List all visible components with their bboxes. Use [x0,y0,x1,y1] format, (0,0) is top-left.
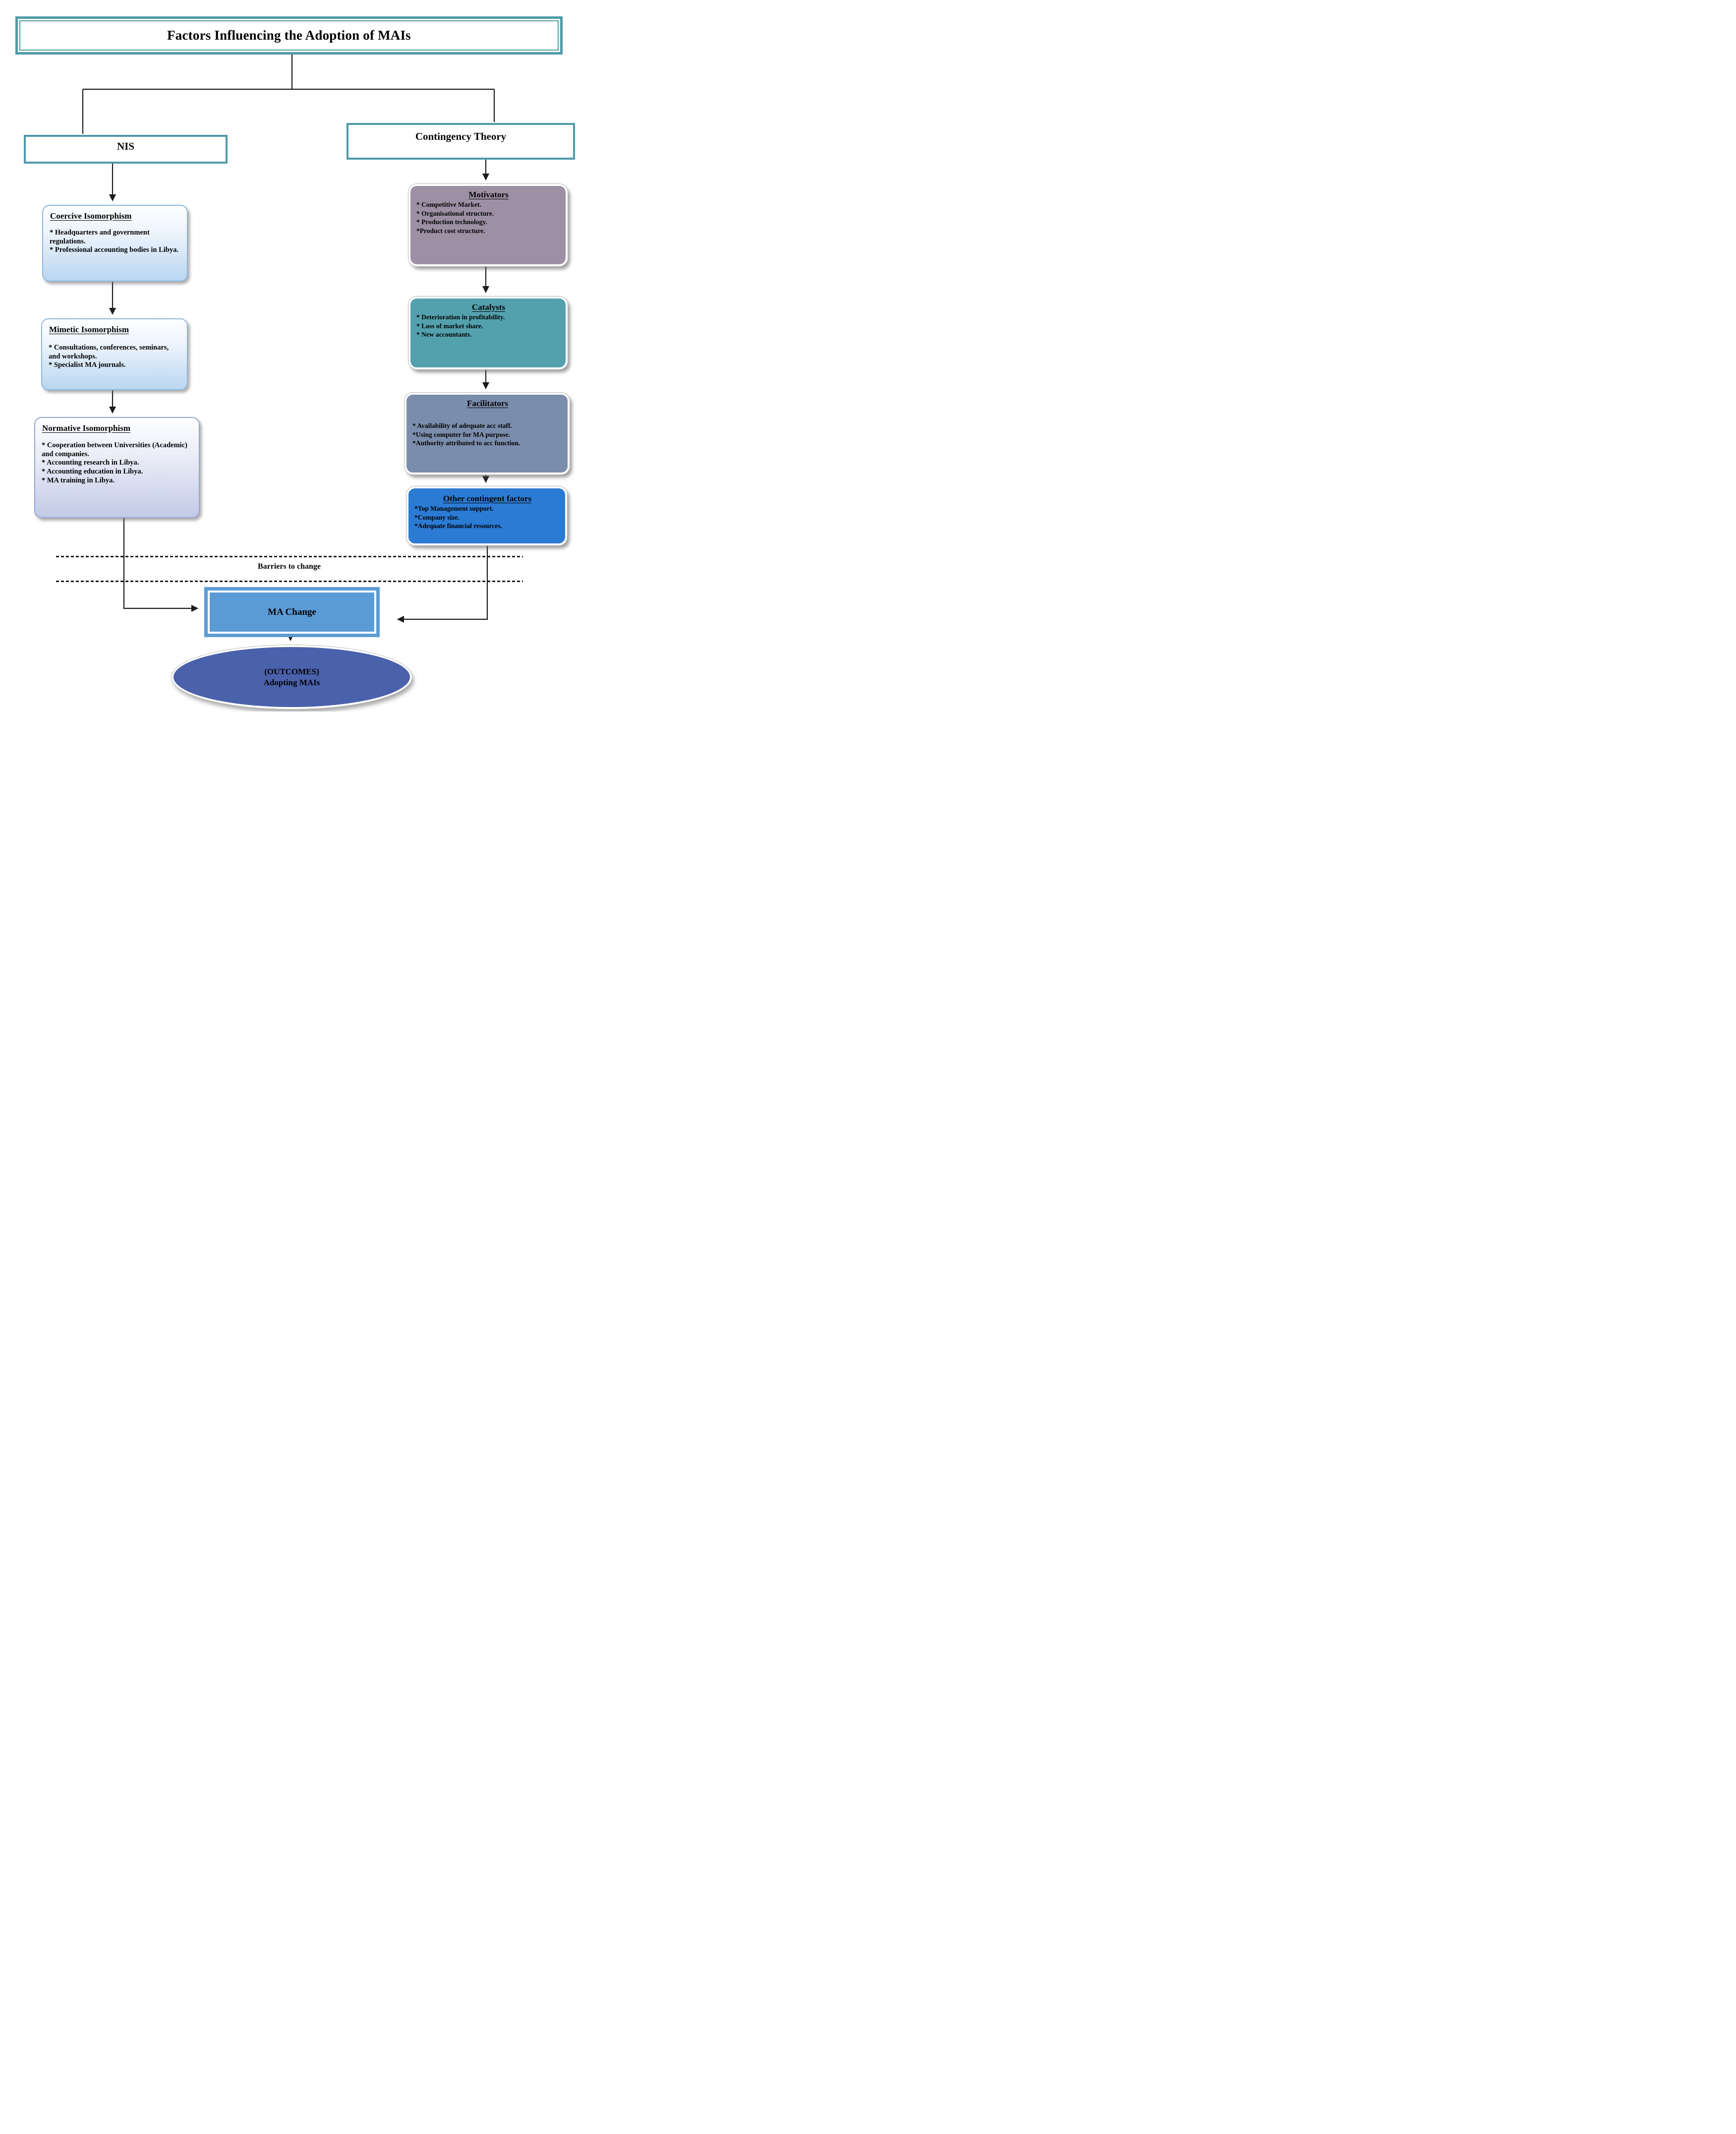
other-contingent-factors-box: Other contingent factors *Top Management… [406,486,567,545]
mimetic-isomorphism-items: * Consultations, conferences, seminars, … [49,344,181,370]
motivators-items: * Competitive Market. * Organisational s… [416,200,561,235]
normative-isomorphism-items: * Cooperation between Universities (Acad… [42,441,193,485]
list-item: *Adequate financial resources. [414,522,502,530]
facilitators-heading: Facilitators [466,399,509,408]
nis-header-label: NIS [116,140,135,152]
mimetic-isomorphism-box: Mimetic Isomorphism * Consultations, con… [41,318,188,390]
barriers-to-change-label: Barriers to change [257,562,321,571]
list-item: * Accounting education in Libya. [42,468,143,476]
list-item: * New accountants. [416,331,472,339]
list-item: * MA training in Libya. [42,476,115,484]
coercive-isomorphism-items: * Headquarters and government regulation… [50,229,181,255]
ma-change-label: MA Change [268,606,316,617]
barrier-dashed-line-top [56,556,523,557]
diagram-canvas: Factors Influencing the Adoption of MAIs… [0,0,579,711]
list-item: * Professional accounting bodies in Liby… [50,246,178,254]
list-item: *Product cost structure. [416,227,485,235]
other-contingent-factors-items: *Top Management support. *Company size. … [414,504,560,531]
catalysts-items: * Deterioration in profitability. * Loss… [416,313,561,339]
ma-change-box-inner: MA Change [210,593,374,632]
other-contingent-factors-heading: Other contingent factors [443,494,532,503]
contingency-theory-header-box: Contingency Theory [347,123,575,160]
list-item: * Competitive Market. [416,201,481,208]
outcomes-line1: (OUTCOMES) [264,667,319,677]
list-item: * Specialist MA journals. [49,361,126,369]
list-item: *Top Management support. [414,505,494,512]
list-item: * Deterioration in profitability. [416,313,505,321]
ma-change-box: MA Change [204,587,380,637]
title-box: Factors Influencing the Adoption of MAIs [15,16,563,55]
nis-header-box: NIS [24,135,228,164]
normative-isomorphism-box: Normative Isomorphism * Cooperation betw… [34,417,200,518]
list-item: *Using computer for MA purpose. [412,430,511,438]
barrier-dashed-line-bottom [56,581,523,582]
list-item: * Consultations, conferences, seminars, … [49,344,169,360]
list-item: * Production technology. [416,218,487,226]
page-title: Factors Influencing the Adoption of MAIs [167,28,411,43]
title-box-inner-border: Factors Influencing the Adoption of MAIs [19,20,559,51]
mimetic-isomorphism-heading: Mimetic Isomorphism [49,325,129,334]
normative-isomorphism-heading: Normative Isomorphism [42,423,131,433]
coercive-isomorphism-heading: Coercive Isomorphism [50,211,132,221]
list-item: *Company size. [414,513,460,521]
outcomes-ellipse: (OUTCOMES) Adopting MAIs [172,645,412,709]
list-item: * Loss of market share. [416,322,483,330]
motivators-heading: Motivators [468,190,509,199]
coercive-isomorphism-box: Coercive Isomorphism * Headquarters and … [42,205,188,282]
contingency-theory-header-label: Contingency Theory [415,130,507,142]
facilitators-box: Facilitators * Availability of adequate … [405,393,570,474]
facilitators-items: * Availability of adequate acc staff. *U… [412,421,563,448]
outcomes-line2: Adopting MAIs [263,677,320,687]
list-item: *Authority attributed to acc function. [412,439,521,447]
catalysts-heading: Catalysts [471,302,506,312]
motivators-box: Motivators * Competitive Market. * Organ… [408,184,568,266]
list-item: * Cooperation between Universities (Acad… [42,441,187,458]
list-item: * Organisational structure. [416,209,494,217]
catalysts-box: Catalysts * Deterioration in profitabili… [408,296,568,369]
list-item: * Availability of adequate acc staff. [412,422,512,429]
list-item: * Headquarters and government regulation… [50,229,150,245]
list-item: * Accounting research in Libya. [42,459,139,467]
